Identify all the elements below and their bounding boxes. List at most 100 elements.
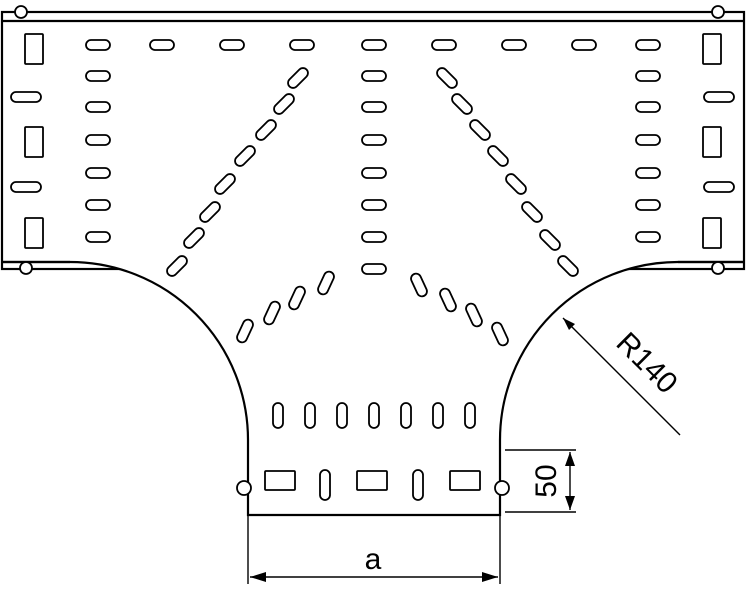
perforation	[439, 287, 457, 313]
arrowhead-left	[250, 572, 266, 582]
perforation	[336, 402, 348, 429]
perforation	[635, 167, 661, 179]
leader-line	[562, 317, 681, 436]
arrowhead-right	[482, 572, 498, 582]
perforation	[199, 201, 221, 223]
perforation	[263, 300, 281, 326]
perforation	[85, 167, 111, 179]
perforation	[539, 229, 561, 251]
perforation	[491, 321, 509, 347]
rect-slot	[24, 217, 44, 249]
perforation	[431, 39, 457, 51]
rect-slot	[24, 126, 44, 158]
perforation	[319, 469, 331, 501]
oval-hole	[10, 181, 42, 193]
perforation	[635, 199, 661, 211]
perforation	[183, 227, 205, 249]
perforation	[432, 402, 444, 429]
perforation	[85, 70, 111, 82]
perforation	[255, 119, 277, 141]
oval-hole	[703, 91, 735, 103]
rivet-left	[19, 261, 33, 275]
perforation	[635, 134, 661, 146]
perforation	[361, 134, 387, 146]
lower-right-perforations	[410, 272, 509, 347]
rivet-bottom-left	[236, 480, 252, 496]
perforation	[361, 263, 387, 275]
right-perforation-column	[635, 70, 661, 243]
perforation	[410, 272, 428, 298]
perforation	[234, 145, 256, 167]
perforation	[361, 199, 387, 211]
flange-oval-holes	[10, 91, 735, 193]
rect-slot	[24, 33, 44, 65]
perforation	[273, 93, 295, 115]
perforation	[166, 255, 188, 277]
perforation	[465, 302, 483, 328]
perforation	[487, 145, 509, 167]
dimension-width: a	[247, 515, 501, 584]
tray-tee-outline	[2, 260, 744, 517]
perforation	[464, 402, 476, 429]
perforation	[451, 93, 473, 115]
perforation	[521, 201, 543, 223]
rivet-right	[711, 261, 725, 275]
perforation	[288, 285, 306, 311]
dimension-label-width: a	[365, 543, 382, 576]
perforation	[304, 402, 316, 429]
perforation	[635, 231, 661, 243]
perforation	[361, 231, 387, 243]
rivets	[14, 5, 725, 496]
rect-slot	[449, 470, 481, 491]
arrowhead-bottom	[565, 496, 575, 510]
perforation	[635, 70, 661, 82]
rect-slots	[24, 33, 722, 491]
perforation	[501, 39, 527, 51]
perforation	[361, 167, 387, 179]
perforation	[214, 173, 236, 195]
rivet-top-left	[14, 5, 28, 19]
dimension-label-radius: R140	[610, 326, 684, 400]
perforation	[85, 199, 111, 211]
perforation	[412, 469, 424, 501]
rivet-top-right	[711, 5, 725, 19]
perforation	[361, 101, 387, 113]
dimension-radius: R140	[562, 317, 684, 436]
dimension-flange-height: 50	[505, 449, 576, 513]
perforation	[571, 39, 597, 51]
oval-hole	[703, 181, 735, 193]
rect-slot	[264, 470, 296, 491]
left-perforation-column	[85, 70, 111, 243]
leg-perforation-row	[272, 402, 476, 501]
rect-slot	[702, 33, 722, 65]
arrowhead-radius	[563, 318, 575, 330]
perforation	[361, 70, 387, 82]
perforation	[368, 402, 380, 429]
oval-hole	[10, 91, 42, 103]
right-diagonal-perforations	[436, 67, 579, 277]
perforation	[505, 173, 527, 195]
perforation	[361, 39, 387, 51]
perforation	[85, 101, 111, 113]
perforation	[289, 39, 315, 51]
tray-outline	[0, 10, 746, 517]
lower-left-perforations	[236, 270, 335, 344]
left-diagonal-perforations	[166, 67, 309, 277]
perforation	[635, 101, 661, 113]
perforation	[85, 39, 111, 51]
arrowhead-top	[565, 452, 575, 466]
perforation	[149, 39, 175, 51]
dimension-label-flange-height: 50	[530, 464, 563, 497]
perforation	[436, 67, 458, 89]
perforation	[469, 119, 491, 141]
perforation	[219, 39, 245, 51]
center-perforation-column	[361, 70, 387, 275]
perforation	[85, 231, 111, 243]
perforation	[236, 318, 254, 344]
perforation	[272, 402, 284, 429]
perforation	[287, 67, 309, 89]
top-perforation-row	[85, 39, 661, 51]
perforation	[400, 402, 412, 429]
perforation	[635, 39, 661, 51]
